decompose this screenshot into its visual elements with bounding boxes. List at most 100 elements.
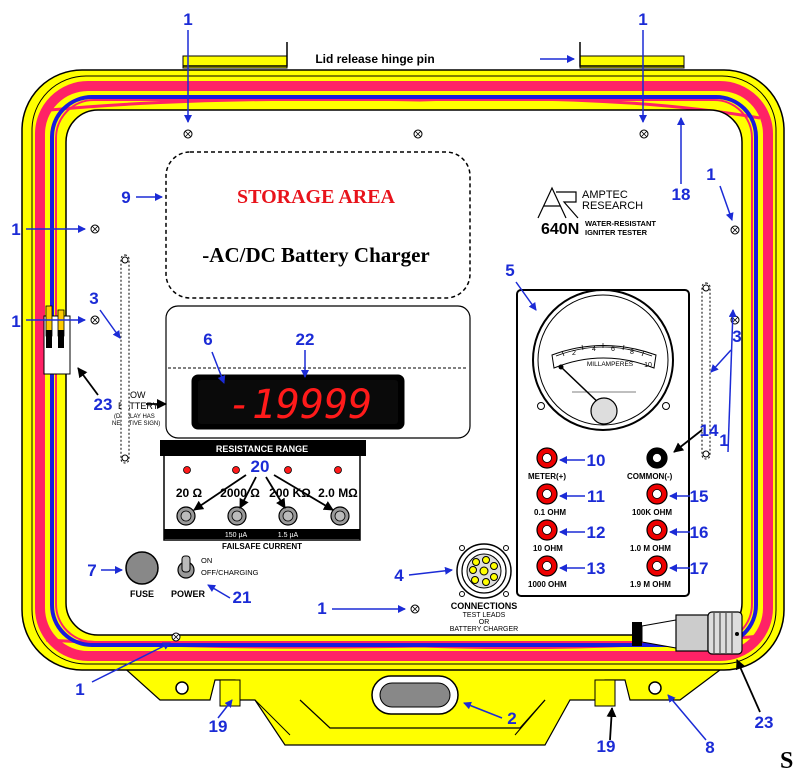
connections-label: CONNECTIONS <box>451 601 518 611</box>
callout-2: 2 <box>507 709 516 728</box>
callout-1: 1 <box>11 220 20 239</box>
callout-23: 23 <box>755 713 774 732</box>
lid-release-label: Lid release hinge pin <box>315 52 434 66</box>
callout-6: 6 <box>203 330 212 349</box>
svg-text:LOW: LOW <box>125 390 146 400</box>
power-switch[interactable] <box>177 555 195 579</box>
callout-5: 5 <box>505 261 514 280</box>
callout-20: 20 <box>251 457 270 476</box>
jack-1-9-m-ohm[interactable] <box>646 555 668 577</box>
meter-ticks <box>561 343 645 357</box>
meter-scale-numbers: 2 4 6 8 10 <box>572 346 652 369</box>
storage-area <box>165 151 471 299</box>
left-probe <box>43 305 71 375</box>
model-number: 640N <box>541 221 579 238</box>
callout-numbers: 1 1 1 1 1 1 1 1 2 3 3 4 5 6 7 8 9 10 11 … <box>11 10 773 757</box>
current-label: .15 µA <box>329 532 350 539</box>
edge-letter: S <box>780 748 793 774</box>
storage-title: STORAGE AREA <box>237 186 396 208</box>
connections-connector[interactable] <box>456 543 512 599</box>
meter-scale-label: MILLAMPERES <box>587 361 634 368</box>
callout-23: 23 <box>94 395 113 414</box>
jack-10-ohm[interactable] <box>536 519 558 541</box>
callout-21: 21 <box>233 588 252 607</box>
storage-subtitle: -AC/DC Battery Charger <box>202 243 429 267</box>
svg-text:8: 8 <box>630 349 634 356</box>
jack-0-1-ohm[interactable] <box>536 483 558 505</box>
callout-14: 14 <box>700 421 719 440</box>
jacks-right[interactable] <box>646 447 668 577</box>
range-label: 2.0 MΩ <box>318 486 358 500</box>
svg-text:NEGATIVE SIGN): NEGATIVE SIGN) <box>112 421 160 427</box>
model-desc1: WATER-RESISTANT <box>585 219 656 228</box>
callout-17: 17 <box>690 559 709 578</box>
jack-common-minus[interactable] <box>646 447 668 469</box>
range-label: 200 KΩ <box>269 486 311 500</box>
range-led <box>284 466 292 474</box>
callout-3: 3 <box>732 327 741 346</box>
current-label: 150 µA <box>225 532 248 539</box>
handle-grip <box>371 675 459 715</box>
brand-line1: AMPTEC <box>582 189 628 201</box>
brand-block: AMPTEC RESEARCH 640N WATER-RESISTANT IGN… <box>537 186 656 238</box>
power-on-label: ON <box>201 556 212 565</box>
jack-label: 10 OHM <box>533 544 563 553</box>
power-off-label: OFF/CHARGING <box>201 568 259 577</box>
svg-text:4: 4 <box>592 346 596 353</box>
lid-hinge-left <box>182 42 288 69</box>
analog-meter: 2 4 6 8 10 MILLAMPERES <box>532 289 674 431</box>
callout-4: 4 <box>394 566 404 585</box>
fuse-label: FUSE <box>130 589 154 599</box>
range-led <box>232 466 240 474</box>
callout-15: 15 <box>690 487 709 506</box>
jack-meter-plus[interactable] <box>536 447 558 469</box>
callout-1: 1 <box>11 312 20 331</box>
callout-1: 1 <box>317 599 326 618</box>
range-buttons[interactable] <box>176 506 350 526</box>
callout-19: 19 <box>209 717 228 736</box>
range-button-2000-ohm[interactable] <box>227 506 247 526</box>
range-button-2m-ohm[interactable] <box>330 506 350 526</box>
resistance-range-panel: RESISTANCE RANGE <box>160 440 366 541</box>
callout-1: 1 <box>638 10 647 29</box>
callout-18: 18 <box>672 185 691 204</box>
storage-slot-left <box>120 254 130 464</box>
jack-label: 100K OHM <box>632 508 672 517</box>
svg-text:BATTERY: BATTERY <box>118 401 159 411</box>
callout-12: 12 <box>587 523 606 542</box>
failsafe-title: FAILSAFE CURRENT <box>222 542 302 551</box>
callout-leaders <box>26 30 737 741</box>
range-label: 20 Ω <box>176 486 203 500</box>
callout-7: 7 <box>87 561 96 580</box>
callout-11: 11 <box>587 487 605 506</box>
jack-label: 0.1 OHM <box>534 508 566 517</box>
range-button-200k-ohm[interactable] <box>278 506 298 526</box>
jack-label: 1.9 M OHM <box>630 580 671 589</box>
callout-19: 19 <box>597 737 616 756</box>
svg-text:(DISPLAY HAS: (DISPLAY HAS <box>114 414 155 420</box>
model-desc2: IGNITER TESTER <box>585 228 648 237</box>
callout-16: 16 <box>690 523 709 542</box>
right-cable-connector <box>632 611 743 655</box>
svg-text:6: 6 <box>611 346 615 353</box>
jacks-left[interactable] <box>536 447 558 577</box>
callout-1: 1 <box>706 165 715 184</box>
resistance-range-title: RESISTANCE RANGE <box>216 444 308 454</box>
power-label: POWER <box>171 589 206 599</box>
range-leds <box>183 466 342 474</box>
jack-labels: METER(+) 0.1 OHM 10 OHM 1000 OHM COMMON(… <box>528 472 673 589</box>
range-led <box>183 466 191 474</box>
jack-label: METER(+) <box>528 472 566 481</box>
callout-10: 10 <box>587 451 606 470</box>
jack-100k-ohm[interactable] <box>646 483 668 505</box>
callout-1: 1 <box>183 10 192 29</box>
jack-1000-ohm[interactable] <box>536 555 558 577</box>
jack-1-0-m-ohm[interactable] <box>646 519 668 541</box>
fuse-holder[interactable] <box>125 551 159 585</box>
range-button-20-ohm[interactable] <box>176 506 196 526</box>
range-led <box>334 466 342 474</box>
jack-label: COMMON(-) <box>627 472 673 481</box>
panel-screws <box>90 129 740 642</box>
callout-8: 8 <box>705 738 714 757</box>
